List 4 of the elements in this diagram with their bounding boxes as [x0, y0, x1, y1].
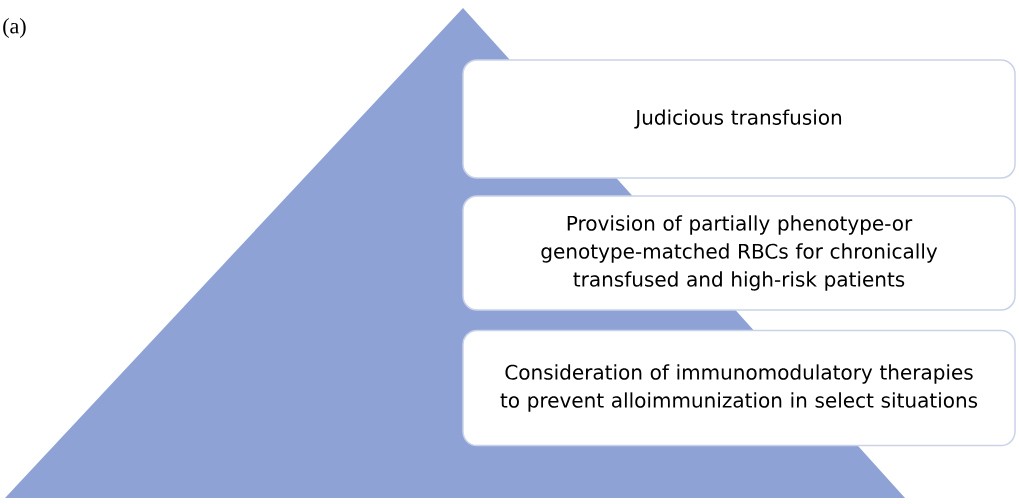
panel-label: (a) — [3, 18, 26, 38]
text-box: Provision of partially phenotype-or genotype-matched RBCs for chronically transfused and high-risk patients — [462, 195, 1016, 311]
text-box: Judicious transfusion — [462, 59, 1016, 179]
text-box: Consideration of immunomodulatory therapies to prevent alloimmunization in select situations — [462, 329, 1016, 447]
